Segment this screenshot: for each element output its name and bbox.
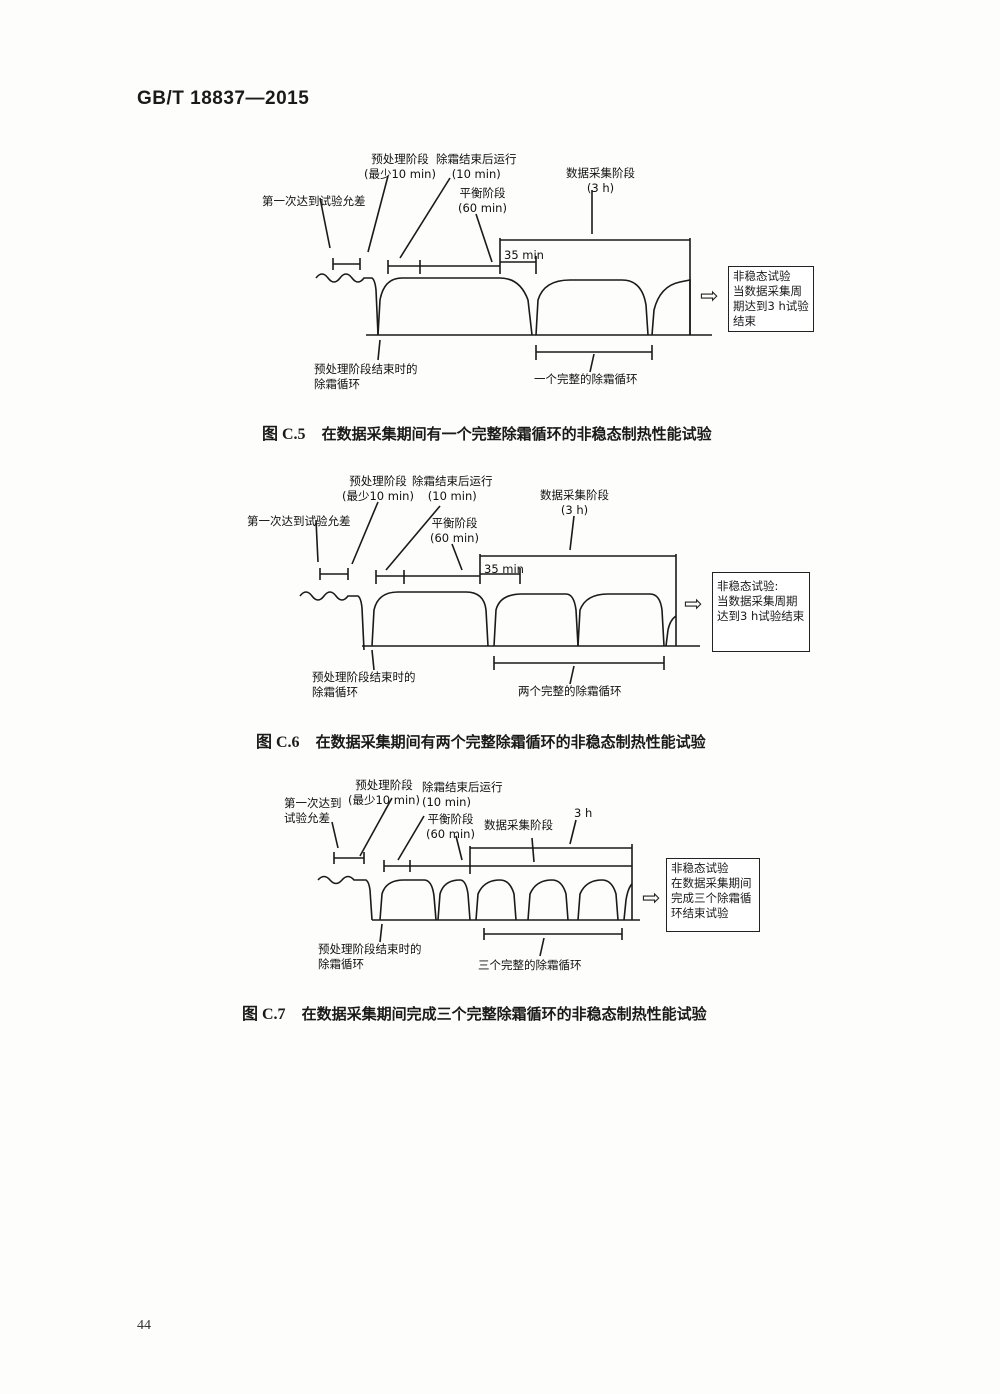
label-after-defrost: 除霜结束后运行 (10 min) [422,780,503,809]
label-first-reach: 第一次达到试验允差 [262,194,366,208]
figure-c7: 预处理阶段 (最少10 min) 除霜结束后运行 (10 min) 第一次达到 … [0,776,1000,1036]
label-pre-stage: 预处理阶段 (最少10 min) [364,152,436,181]
figure-c5-diagram [315,175,712,373]
label-gap: 35 min [504,248,544,262]
figure-c5: 预处理阶段 (最少10 min) 除霜结束后运行 (10 min) 第一次达到试… [0,140,1000,460]
standard-code: GB/T 18837—2015 [137,88,310,109]
right-arrow-icon: ⇨ [684,592,703,617]
label-collect: 数据采集阶段 [484,818,553,832]
label-pre-end: 预处理阶段结束时的 除霜循环 [318,942,422,971]
label-collect-duration: 3 h [574,806,593,820]
label-pre-end: 预处理阶段结束时的 除霜循环 [314,362,418,391]
label-pre-end: 预处理阶段结束时的 除霜循环 [312,670,416,699]
label-collect: 数据采集阶段 (3 h) [540,488,609,517]
page-number: 44 [137,1318,151,1333]
label-cycles: 三个完整的除霜循环 [478,958,582,972]
right-arrow-icon: ⇨ [642,886,661,911]
label-cycles: 两个完整的除霜循环 [518,684,622,698]
label-collect: 数据采集阶段 (3 h) [566,166,635,195]
result-box: 非稳态试验 当数据采集周 期达到3 h试验 结束 [728,266,814,332]
result-box: 非稳态试验: 当数据采集周期 达到3 h试验结束 [712,572,810,652]
figure-c6: 预处理阶段 (最少10 min) 除霜结束后运行 (10 min) 第一次达到试… [0,470,1000,760]
label-first-reach: 第一次达到 试验允差 [284,796,342,825]
label-first-reach: 第一次达到试验允差 [247,514,351,528]
figure-c7-diagram [317,797,640,957]
label-balance: 平衡阶段 (60 min) [458,186,507,215]
label-balance: 平衡阶段 (60 min) [426,812,475,841]
label-gap: 35 min [484,562,524,576]
label-after-defrost: 除霜结束后运行 (10 min) [436,152,517,181]
label-pre-stage: 预处理阶段 (最少10 min) [348,778,420,807]
label-cycles: 一个完整的除霜循环 [534,372,638,386]
label-balance: 平衡阶段 (60 min) [430,516,479,545]
right-arrow-icon: ⇨ [700,284,719,309]
result-box: 非稳态试验 在数据采集期间 完成三个除霜循 环结束试验 [666,858,760,932]
label-after-defrost: 除霜结束后运行 (10 min) [412,474,493,503]
figure-c6-diagram [299,501,700,685]
label-pre-stage: 预处理阶段 (最少10 min) [342,474,414,503]
